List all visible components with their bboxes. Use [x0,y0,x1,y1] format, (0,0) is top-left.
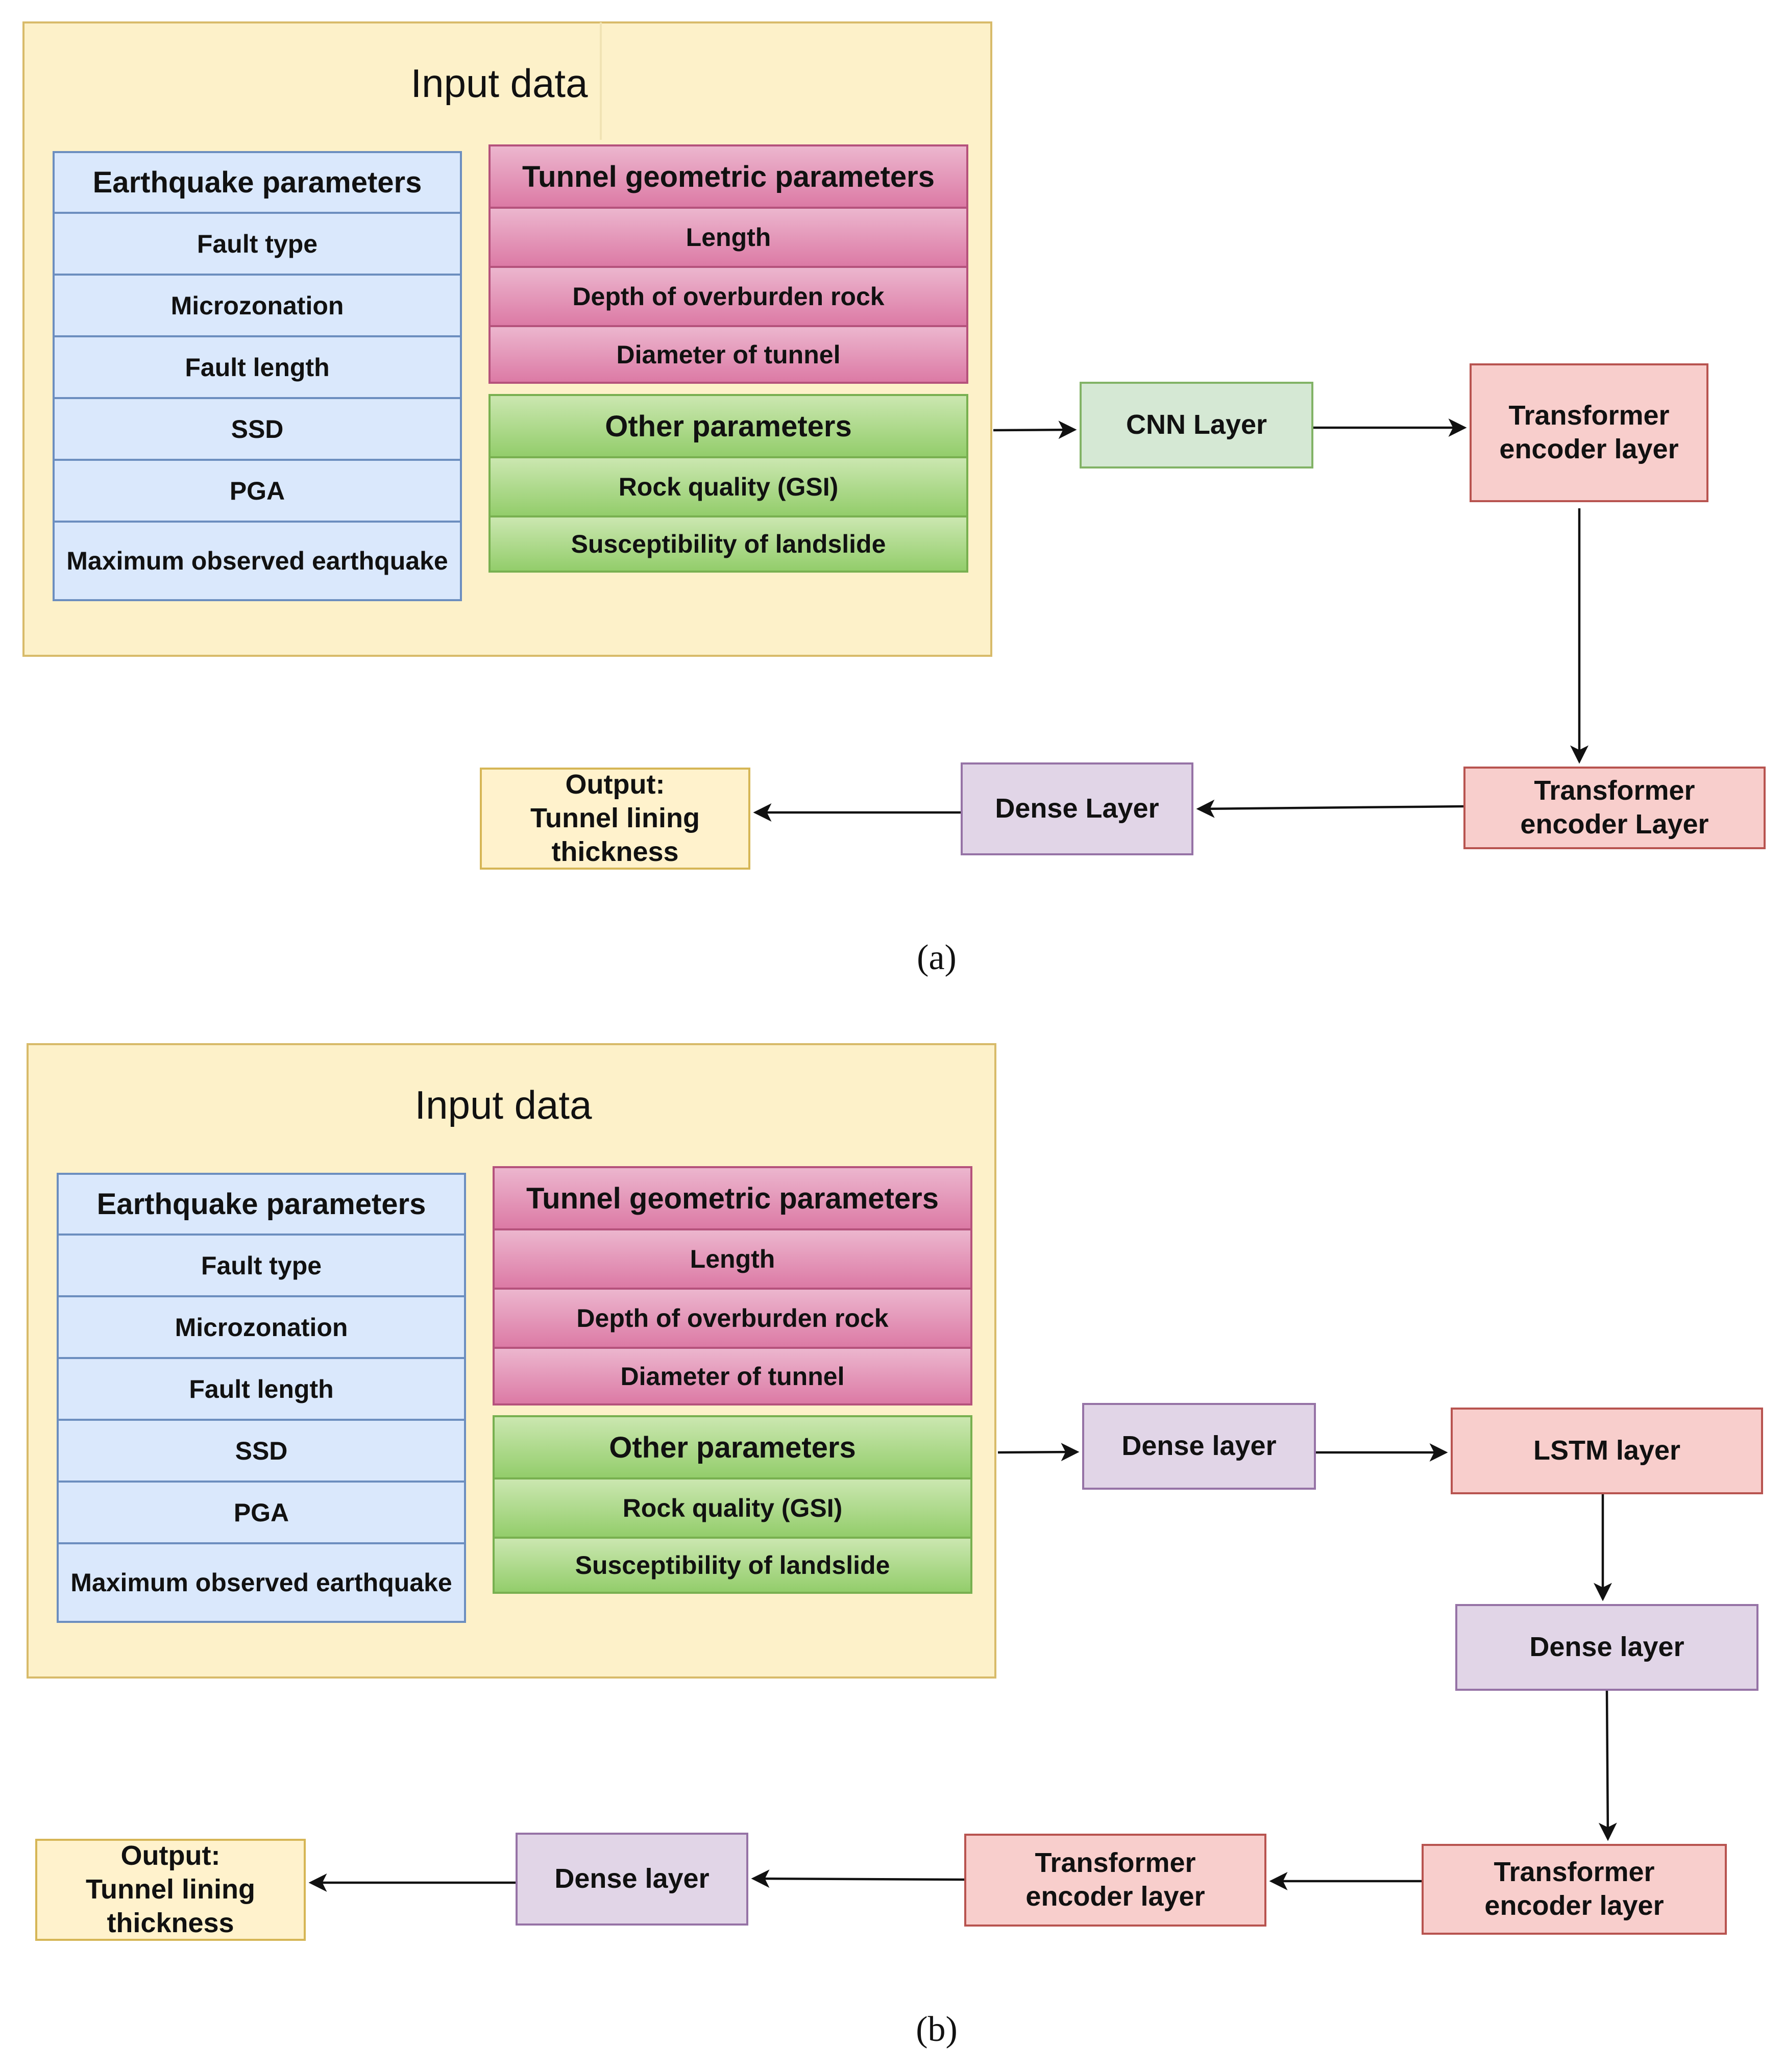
panel-divider-a [600,22,602,140]
table-cell: Maximum observed earthquake [59,1542,464,1621]
table-cell: Depth of overburden rock [491,266,966,325]
table-cell: Fault type [55,212,460,274]
table-cell: Diameter of tunnel [495,1347,970,1403]
earthquake-parameters-header: Earthquake parameters [92,166,422,199]
arrow-dense-down [1598,1690,1617,1841]
table-cell: Microzonation [59,1295,464,1357]
table-cell: Fault length [55,335,460,397]
tunnel-geometric-parameters-table-a: Tunnel geometric parameters Length Depth… [488,144,968,384]
table-cell: Maximum observed earthquake [55,521,460,599]
input-data-title-b: Input data [414,1082,592,1127]
earthquake-parameters-header: Earthquake parameters [96,1188,426,1221]
tunnel-geometric-parameters-header: Tunnel geometric parameters [491,146,966,207]
dense-layer-node-b1: Dense layer [1082,1403,1316,1490]
dense-layer-node-b2: Dense layer [1455,1604,1758,1691]
table-cell: SSD [55,397,460,459]
table-cell: Rock quality (GSI) [495,1477,970,1537]
table-cell: Microzonation [55,274,460,335]
other-parameters-table-a: Other parameters Rock quality (GSI) Susc… [488,394,968,573]
other-parameters-header: Other parameters [491,396,966,456]
table-cell: PGA [55,459,460,521]
transformer-encoder-node-a1: Transformer encoder layer [1470,363,1708,502]
table-cell: Rock quality (GSI) [491,456,966,515]
output-node-a: Output: Tunnel lining thickness [480,768,750,870]
tunnel-geometric-parameters-table-b: Tunnel geometric parameters Length Depth… [493,1166,972,1405]
lstm-layer-node: LSTM layer [1451,1408,1763,1494]
tunnel-geometric-parameters-header: Tunnel geometric parameters [495,1168,970,1228]
table-cell: Susceptibility of landslide [491,515,966,571]
table-cell: Length [491,207,966,266]
cnn-layer-node: CNN Layer [1080,382,1313,468]
table-cell: Fault type [59,1234,464,1295]
earthquake-parameters-table-a: Earthquake parameters Fault type Microzo… [53,151,462,601]
arrow-transformer-to-dense [1196,799,1464,818]
transformer-encoder-node-b2: Transformer encoder layer [964,1834,1266,1927]
arrow-transformer-to-dense-b [751,1869,965,1888]
caption-a: (a) [917,938,957,977]
other-parameters-table-b: Other parameters Rock quality (GSI) Susc… [493,1415,972,1594]
table-cell: Fault length [59,1357,464,1419]
table-cell: Length [495,1228,970,1288]
table-cell: SSD [59,1419,464,1481]
table-cell: Depth of overburden rock [495,1288,970,1347]
earthquake-parameters-table-b: Earthquake parameters Fault type Microzo… [57,1173,466,1623]
output-node-b: Output: Tunnel lining thickness [35,1839,306,1941]
dense-layer-node-a: Dense Layer [961,762,1193,855]
caption-b: (b) [916,2010,958,2049]
transformer-encoder-node-a2: Transformer encoder Layer [1463,767,1766,849]
dense-layer-node-b3: Dense layer [516,1833,748,1926]
input-data-title-a: Input data [410,61,588,106]
table-cell: PGA [59,1481,464,1542]
transformer-encoder-node-b1: Transformer encoder layer [1422,1844,1727,1935]
table-cell: Diameter of tunnel [491,325,966,382]
table-cell: Susceptibility of landslide [495,1537,970,1592]
other-parameters-header: Other parameters [495,1417,970,1477]
